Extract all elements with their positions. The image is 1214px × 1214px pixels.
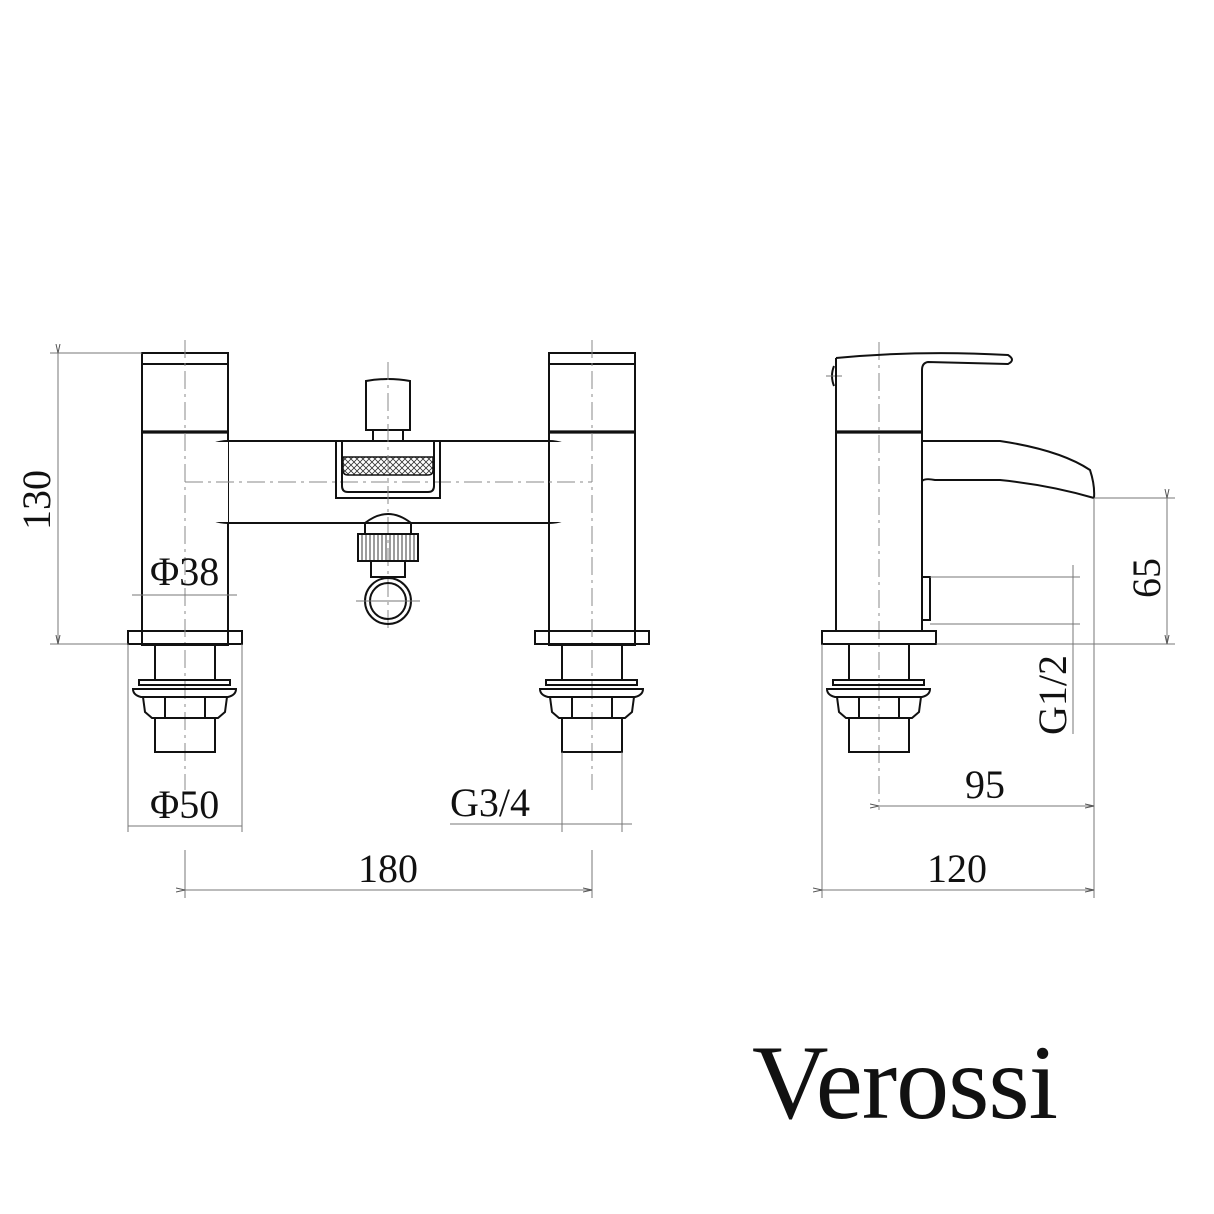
left-fixing — [131, 643, 238, 753]
dimension-diverter-thread: G1/2 — [930, 565, 1080, 735]
dimension-body-diameter: Φ38 — [132, 549, 237, 596]
body-diameter-label: Φ38 — [150, 549, 219, 594]
dimension-center-spacing: 180 — [185, 846, 593, 898]
dimension-base-diameter: Φ50 — [127, 644, 243, 832]
diverter-knob — [335, 362, 441, 630]
dimension-total-depth: 120 — [822, 644, 1094, 898]
brand-logo: Verossi — [752, 1024, 1058, 1141]
spout-height-label: 65 — [1124, 558, 1169, 598]
dimension-spout-height: 65 — [936, 498, 1175, 645]
front-view: 130 Φ38 Φ50 G3/4 180 — [14, 340, 650, 898]
mixer-body — [141, 340, 636, 790]
inlet-thread-label: G3/4 — [450, 780, 530, 825]
dimension-inlet-thread: G3/4 — [450, 752, 632, 832]
dimension-height-130: 130 — [14, 353, 142, 645]
spout-reach-label: 95 — [965, 762, 1005, 807]
hose-connector — [356, 513, 420, 625]
dimension-spout-reach: 95 — [879, 498, 1095, 898]
total-depth-label: 120 — [927, 846, 987, 891]
center-spacing-label: 180 — [358, 846, 418, 891]
side-fixing — [825, 643, 932, 753]
side-handle-lever — [835, 352, 1013, 432]
right-fixing — [538, 643, 645, 753]
diverter-thread-label: G1/2 — [1030, 655, 1075, 735]
waterfall-spout — [921, 440, 1096, 499]
dimension-height-label: 130 — [14, 470, 59, 530]
side-view: 65 G1/2 95 120 — [822, 342, 1175, 898]
base-diameter-label: Φ50 — [150, 782, 219, 827]
